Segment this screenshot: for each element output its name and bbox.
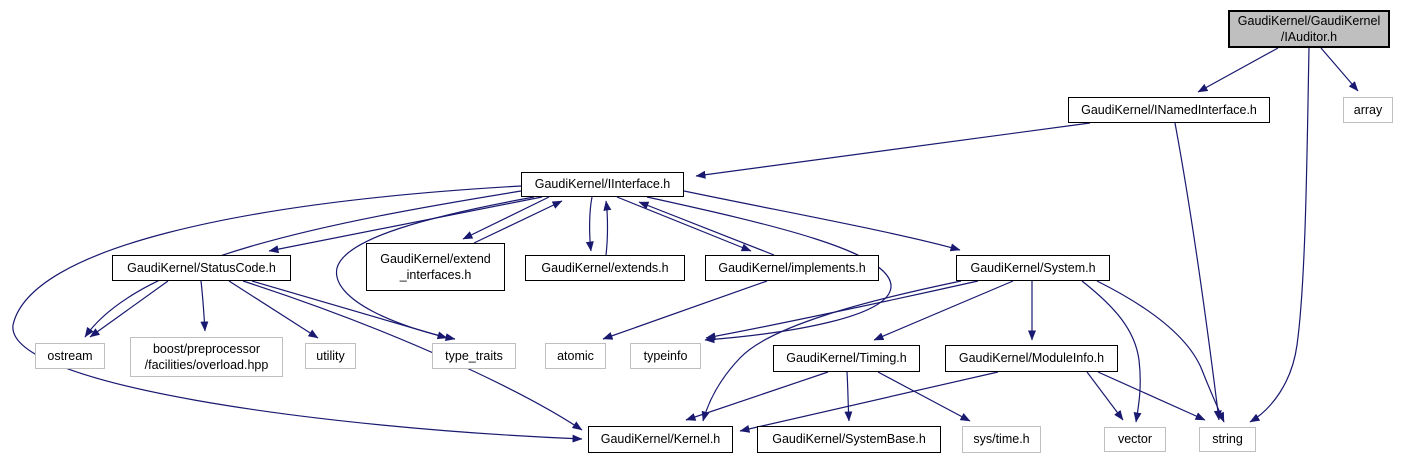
node-label: ostream [47, 348, 93, 363]
node-statuscode-h[interactable]: GaudiKernel/StatusCode.h [112, 255, 291, 281]
node-extend-interfaces-h[interactable]: GaudiKernel/extend _interfaces.h [366, 243, 505, 291]
node-vector: vector [1104, 427, 1166, 452]
edge-iinterface-kernel [12, 185, 583, 443]
node-inamedinterface-h[interactable]: GaudiKernel/INamedInterface.h [1068, 97, 1270, 123]
edge-system-typeinfo [705, 280, 979, 341]
node-label: array [1353, 102, 1383, 117]
edge-implements-iinterface [638, 201, 775, 256]
node-label: sys/time.h [973, 432, 1030, 447]
node-sys-time-h: sys/time.h [962, 426, 1041, 453]
edge-statuscode-kernel [242, 280, 583, 431]
node-label: GaudiKernel/implements.h [718, 260, 866, 275]
node-label: utility [316, 348, 345, 363]
node-kernel-h[interactable]: GaudiKernel/Kernel.h [588, 426, 733, 453]
node-string: string [1199, 427, 1256, 452]
node-type-traits: type_traits [432, 343, 516, 369]
node-label: /facilities/overload.hpp [144, 358, 269, 372]
node-label: GaudiKernel/extends.h [541, 260, 669, 275]
edge-timing-systembase [844, 371, 853, 422]
edge-iauditor-string [1249, 47, 1310, 423]
edge-system-string [1096, 280, 1225, 423]
node-typeinfo: typeinfo [630, 343, 701, 369]
edge-timing-kernel [685, 371, 829, 421]
node-implements-h[interactable]: GaudiKernel/implements.h [705, 255, 879, 281]
node-system-h[interactable]: GaudiKernel/System.h [956, 255, 1110, 281]
node-extends-h[interactable]: GaudiKernel/extends.h [525, 255, 685, 281]
node-label: GaudiKernel/ModuleInfo.h [958, 351, 1105, 366]
node-label: GaudiKernel/SystemBase.h [772, 432, 926, 447]
node-label: vector [1117, 432, 1153, 447]
edge-iinterface-ostream [84, 190, 522, 338]
node-utility: utility [305, 343, 356, 369]
edge-implements-atomic [602, 280, 768, 340]
edge-statuscode-typetraits [251, 280, 448, 340]
node-label: typeinfo [643, 348, 688, 363]
edge-iauditor-inamed [1197, 47, 1279, 93]
edge-system-vector [1081, 280, 1142, 423]
node-label: GaudiKernel/System.h [970, 260, 1096, 275]
edge-statuscode-utility [228, 280, 319, 339]
edge-iinterface-statuscode [268, 196, 543, 254]
node-boost-overload-hpp: boost/preprocessor /facilities/overload.… [130, 337, 283, 377]
edge-system-timing [873, 280, 1014, 341]
node-label: /IAuditor.h [1280, 30, 1338, 44]
edge-inamed-string [1174, 122, 1222, 421]
node-iinterface-h[interactable]: GaudiKernel/IInterface.h [521, 172, 684, 197]
node-label: GaudiKernel/extend [380, 251, 491, 266]
node-label: _interfaces.h [399, 268, 472, 282]
node-iauditor-h: GaudiKernel/GaudiKernel /IAuditor.h [1228, 10, 1390, 48]
edge-timing-systime [877, 371, 971, 422]
node-label: type_traits [445, 348, 503, 363]
node-ostream: ostream [35, 343, 105, 369]
edge-iinterface-typetraits [336, 196, 535, 342]
node-timing-h[interactable]: GaudiKernel/Timing.h [773, 345, 920, 372]
node-label: GaudiKernel/Kernel.h [600, 432, 721, 447]
node-label: GaudiKernel/INamedInterface.h [1081, 102, 1257, 117]
edge-extendint-iinterface [473, 200, 563, 244]
edge-moduleinfo-string [1097, 371, 1206, 421]
edge-inamed-iinterface [695, 122, 1091, 179]
edge-iinterface-extends [585, 196, 594, 252]
edge-extends-iinterface [603, 200, 612, 256]
node-label: atomic [557, 348, 594, 363]
edge-moduleinfo-kernel [739, 371, 999, 433]
edge-iinterface-typeinfo [646, 196, 892, 344]
edge-iauditor-array [1320, 47, 1359, 92]
edge-iinterface-extendint [462, 196, 550, 240]
node-label: GaudiKernel/GaudiKernel [1237, 13, 1381, 28]
edge-statuscode-ostream [89, 280, 169, 338]
edge-statuscode-boost [200, 280, 209, 332]
node-label: GaudiKernel/StatusCode.h [127, 260, 276, 275]
node-systembase-h[interactable]: GaudiKernel/SystemBase.h [757, 426, 941, 453]
edge-moduleinfo-vector [1086, 371, 1124, 421]
node-label: GaudiKernel/Timing.h [786, 351, 907, 366]
edge-system-kernel [701, 280, 962, 422]
edge-iinterface-system [683, 190, 961, 252]
node-label: boost/preprocessor [152, 341, 260, 356]
node-label: GaudiKernel/IInterface.h [534, 177, 671, 192]
node-moduleinfo-h[interactable]: GaudiKernel/ModuleInfo.h [945, 345, 1118, 372]
node-label: string [1212, 432, 1243, 447]
node-array: array [1343, 97, 1393, 123]
node-atomic: atomic [545, 343, 606, 369]
